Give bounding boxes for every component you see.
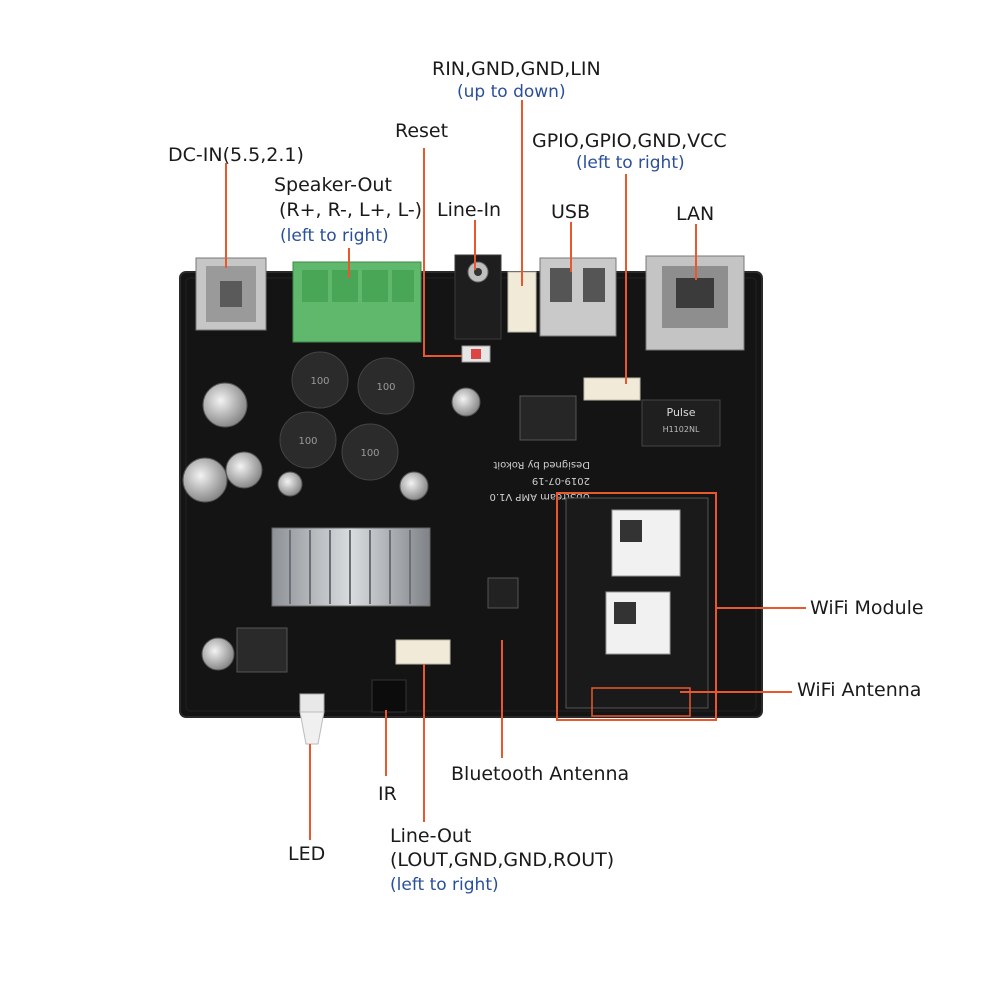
label-reset: Reset (395, 120, 449, 142)
designer-text: Designed by Rokoit (493, 459, 590, 470)
label-wifi-module: WiFi Module (810, 597, 924, 619)
label-line-out: Line-Out (390, 825, 472, 847)
heatsink (271, 527, 431, 607)
line-in-jack (454, 254, 502, 340)
main-chip (519, 395, 577, 441)
line-out-connector (395, 639, 451, 665)
date-text: 2019-07-19 (532, 475, 590, 486)
label-bluetooth-antenna: Bluetooth Antenna (451, 763, 630, 785)
callout-reset (423, 148, 462, 357)
capacitors (182, 382, 481, 671)
label-led: LED (288, 843, 326, 865)
label-speaker-sub: (left to right) (280, 226, 389, 246)
label-speaker-out: Speaker-Out (274, 174, 392, 196)
pulse-transformer: Pulse H1102NL (641, 399, 721, 447)
inductor-label: 100 (360, 448, 379, 459)
pulse-part-text: H1102NL (663, 425, 700, 434)
product-text: UpStream AMP V1.0 (490, 491, 590, 502)
speaker-terminal (292, 261, 422, 343)
callout-lines (225, 100, 806, 840)
gpio-connector (583, 377, 641, 401)
label-speaker-pins: (R+, R-, L+, L-) (279, 199, 423, 221)
label-gpio-sub: (left to right) (576, 153, 685, 173)
label-rin-sub: (up to down) (457, 82, 566, 102)
wifi-module-outline (556, 492, 717, 721)
label-lan: LAN (676, 203, 715, 225)
ir-receiver (371, 679, 407, 713)
power-inductor (236, 627, 288, 673)
inductor-label: 100 (376, 382, 395, 393)
label-line-in: Line-In (437, 199, 502, 221)
wifi-antenna-outline (591, 687, 691, 717)
reset-button (461, 345, 491, 363)
label-usb: USB (551, 201, 591, 223)
label-gpio: GPIO,GPIO,GND,VCC (532, 130, 727, 152)
label-line-out-pins: (LOUT,GND,GND,ROUT) (390, 849, 615, 871)
wifi-module-board (565, 497, 709, 709)
inductor-label: 100 (298, 436, 317, 447)
inductor-label: 100 (310, 376, 329, 387)
label-dcin: DC-IN(5.5,2.1) (168, 144, 304, 166)
bluetooth-chip (487, 577, 519, 609)
label-line-out-sub: (left to right) (390, 875, 499, 895)
usb-port (539, 257, 617, 337)
dc-jack (195, 257, 267, 331)
inductors: 100 100 100 100 (279, 351, 415, 481)
label-wifi-antenna: WiFi Antenna (797, 679, 922, 701)
label-ir: IR (378, 783, 397, 805)
pulse-text: Pulse (667, 406, 696, 419)
led (299, 693, 325, 745)
label-rin: RIN,GND,GND,LIN (432, 58, 601, 80)
